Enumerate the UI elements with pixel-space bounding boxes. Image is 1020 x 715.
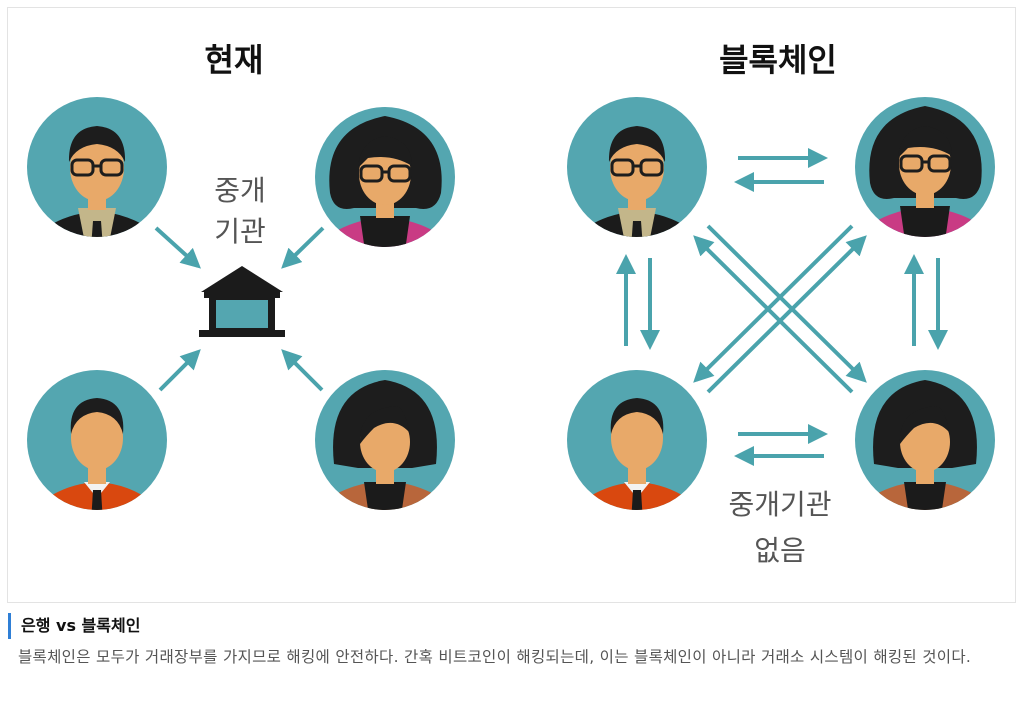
bank-icon xyxy=(199,266,285,337)
person-woman-brown-avatar xyxy=(315,370,455,510)
arrow-to-bank-bottom-right xyxy=(281,349,324,392)
arrow-diag-tl-br xyxy=(706,224,867,383)
arrow-diag-bl-tr xyxy=(706,235,867,394)
person-man-orange-avatar xyxy=(27,370,167,510)
peer-man-glasses-avatar xyxy=(567,97,707,237)
arrow-to-bank-top-right xyxy=(281,226,325,269)
no-intermediary-line1: 중개기관 xyxy=(728,488,831,521)
person-woman-glasses-avatar xyxy=(315,107,455,247)
peer-woman-glasses-avatar xyxy=(855,97,995,237)
caption-body: 블록체인은 모두가 거래장부를 가지므로 해킹에 안전하다. 간혹 비트코인이 … xyxy=(18,648,972,666)
arrow-diag-br-tl xyxy=(693,235,854,394)
diagram-figure: 현재 블록체인 xyxy=(7,7,1016,603)
intermediary-label-line1: 중개 xyxy=(214,174,266,207)
peer-woman-brown-avatar xyxy=(855,370,995,510)
arrow-to-bank-top-left xyxy=(154,226,201,269)
left-title: 현재 xyxy=(205,41,264,79)
peer-man-orange-avatar xyxy=(567,370,707,510)
right-title: 블록체인 xyxy=(719,41,837,79)
p2p-arrows xyxy=(616,148,948,466)
no-intermediary-line2: 없음 xyxy=(754,534,806,567)
diagram-canvas: 현재 블록체인 xyxy=(27,41,995,567)
arrow-to-bank-bottom-left xyxy=(158,349,201,392)
person-man-glasses-avatar xyxy=(27,97,167,237)
caption-title: 은행 vs 블록체인 xyxy=(8,613,140,639)
intermediary-label-line2: 기관 xyxy=(214,215,266,248)
arrow-diag-tr-bl xyxy=(693,224,854,383)
